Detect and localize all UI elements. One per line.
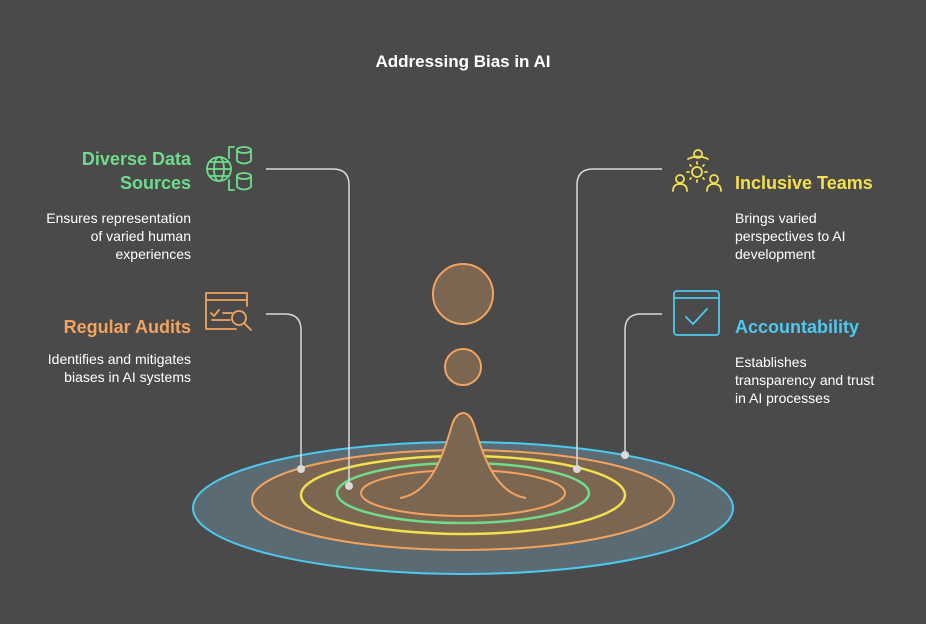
diagram-title: Addressing Bias in AI bbox=[375, 52, 551, 71]
inclusive-teams-desc-line2: perspectives to AI bbox=[735, 228, 846, 244]
connector-dot-diverse-data bbox=[345, 482, 353, 490]
regular-audits-desc-line2: biases in AI systems bbox=[64, 369, 191, 385]
diverse-data-desc-line1: Ensures representation bbox=[46, 210, 191, 226]
drop-small bbox=[444, 348, 482, 386]
accountability-heading: Accountability bbox=[735, 317, 860, 337]
diverse-data-description: Ensures representation of varied human e… bbox=[20, 209, 191, 263]
connector-dot-regular-audits bbox=[297, 465, 305, 473]
diverse-data-desc-line2: of varied human bbox=[90, 228, 191, 244]
connector-regular-audits bbox=[266, 313, 302, 469]
connector-accountability bbox=[624, 313, 662, 455]
inclusive-teams-description: Brings varied perspectives to AI develop… bbox=[735, 209, 915, 263]
diverse-data-desc-line3: experiences bbox=[115, 246, 192, 262]
regular-audits-description: Identifies and mitigates biases in AI sy… bbox=[20, 350, 191, 386]
diverse-data-heading-line1: Diverse Data bbox=[81, 149, 191, 169]
checkbox-icon bbox=[673, 290, 720, 336]
connector-diverse-data bbox=[266, 168, 350, 486]
regular-audits-desc-line1: Identifies and mitigates bbox=[47, 351, 191, 367]
inclusive-teams-heading: Inclusive Teams bbox=[735, 173, 873, 193]
regular-audits-heading: Regular Audits bbox=[63, 317, 191, 337]
connector-inclusive-teams bbox=[576, 168, 662, 469]
inclusive-teams-desc-line3: development bbox=[735, 246, 816, 262]
team-gear-icon bbox=[672, 149, 722, 192]
drop-large bbox=[432, 263, 494, 325]
inclusive-teams-desc-line1: Brings varied bbox=[735, 210, 817, 226]
accountability-desc-line2: transparency and trust bbox=[735, 372, 875, 388]
accountability-description: Establishes transparency and trust in AI… bbox=[735, 353, 915, 407]
accountability-desc-line1: Establishes bbox=[735, 354, 807, 370]
splash-peak bbox=[399, 412, 527, 499]
audit-magnifier-icon bbox=[205, 292, 252, 331]
connector-dot-accountability bbox=[621, 451, 629, 459]
connector-dot-inclusive-teams bbox=[573, 465, 581, 473]
diverse-data-heading: Diverse Data Sources bbox=[20, 147, 191, 195]
accountability-desc-line3: in AI processes bbox=[735, 390, 830, 406]
globe-database-icon bbox=[206, 146, 252, 191]
diverse-data-heading-line2: Sources bbox=[119, 173, 191, 193]
